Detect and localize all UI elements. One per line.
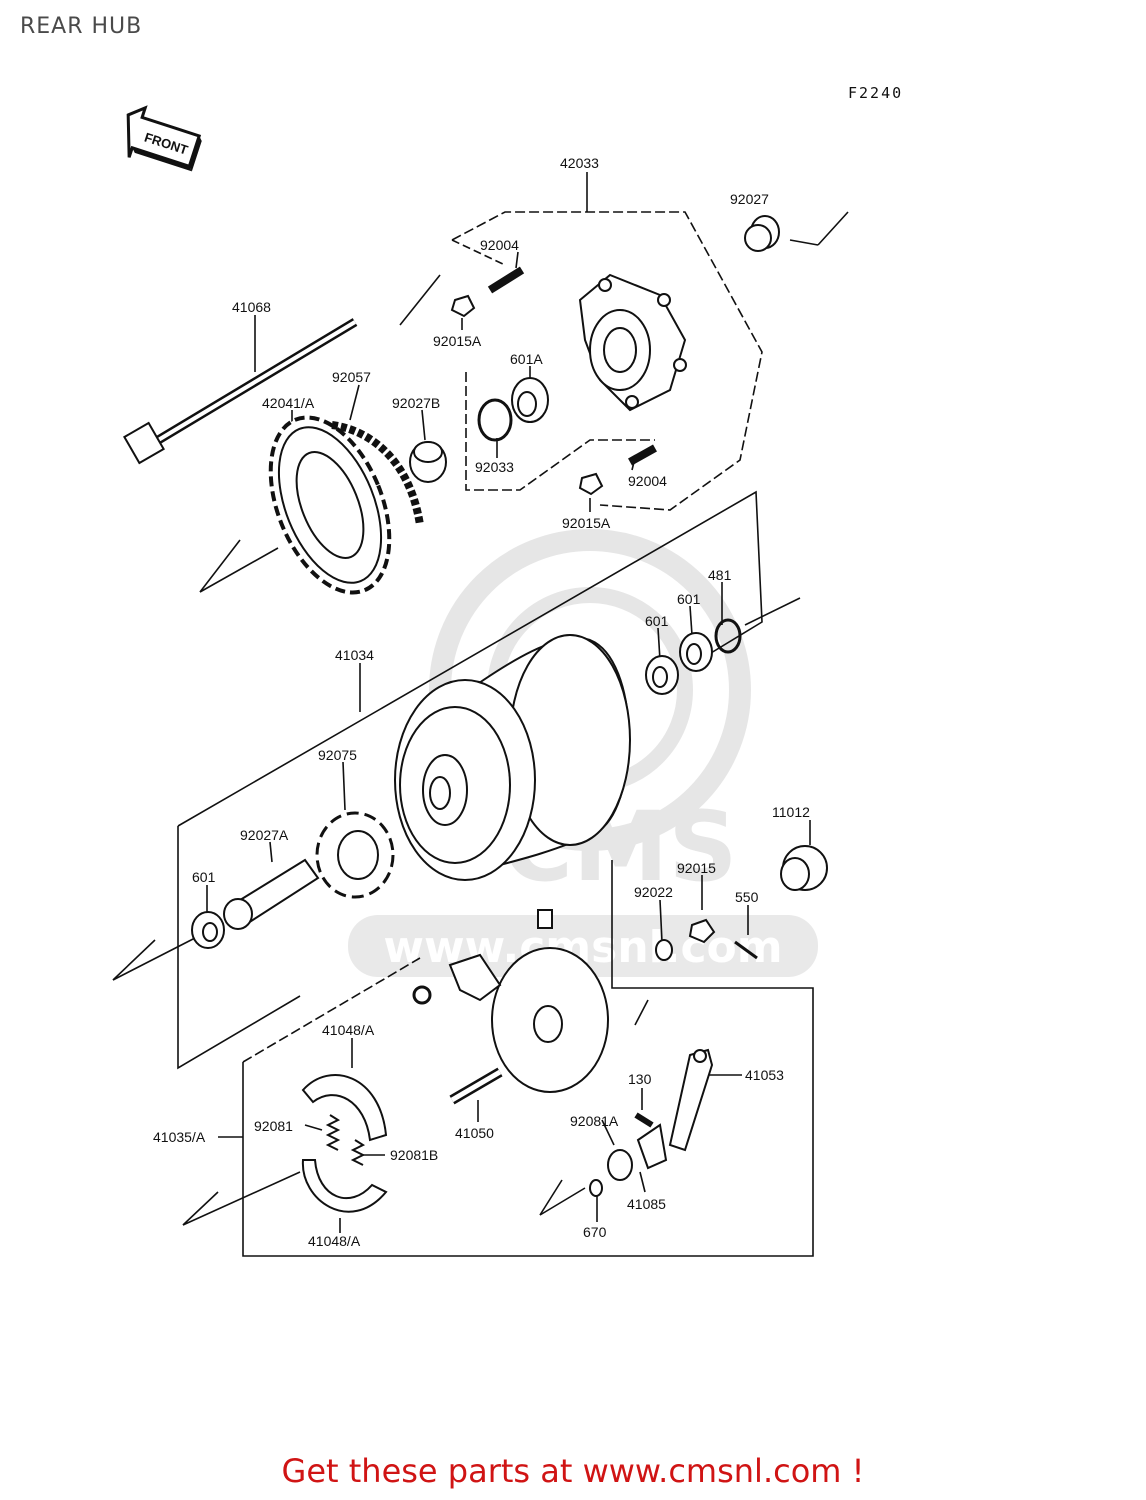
- circlip-481: [714, 618, 742, 654]
- front-arrow-icon: FRONT: [126, 105, 202, 172]
- label-92027A[interactable]: 92027A: [240, 827, 289, 843]
- stud-92004-upper: [487, 266, 525, 294]
- spring-92081A: [607, 1149, 633, 1181]
- label-92057[interactable]: 92057: [332, 369, 371, 385]
- label-92075[interactable]: 92075: [318, 747, 357, 763]
- label-550[interactable]: 550: [735, 889, 759, 905]
- label-41034[interactable]: 41034: [335, 647, 374, 663]
- label-42033[interactable]: 42033: [560, 155, 599, 171]
- label-92081A[interactable]: 92081A: [570, 1113, 619, 1129]
- diagram-code: F2240: [848, 84, 904, 102]
- spacer-92027A: [223, 858, 320, 930]
- stud-92004-lower: [628, 444, 657, 466]
- label-92015A-lower[interactable]: 92015A: [562, 515, 611, 531]
- chain-92057: [331, 421, 424, 526]
- label-11012[interactable]: 11012: [772, 804, 810, 820]
- label-92081B[interactable]: 92081B: [390, 1147, 438, 1163]
- circlip-brake-panel: [412, 985, 432, 1005]
- label-41048A-lower[interactable]: 41048/A: [308, 1233, 361, 1249]
- label-92027B[interactable]: 92027B: [392, 395, 440, 411]
- label-92081[interactable]: 92081: [254, 1118, 293, 1134]
- damper-92027B: [409, 441, 447, 483]
- circlip-92033: [477, 398, 513, 442]
- bolt-92022-top: [537, 909, 553, 929]
- nut-92015: [688, 918, 716, 944]
- label-130[interactable]: 130: [628, 1071, 652, 1087]
- collar-92027: [744, 215, 780, 252]
- part-number-labels: 42033 92027 92004 41068 92015A 601A 9205…: [153, 155, 810, 1249]
- label-42041A[interactable]: 42041/A: [262, 395, 315, 411]
- label-601-right-a[interactable]: 601: [645, 613, 669, 629]
- label-92033[interactable]: 92033: [475, 459, 514, 475]
- washer-92022: [655, 939, 673, 961]
- label-92004-upper[interactable]: 92004: [480, 237, 519, 253]
- bearing-601-left: [191, 911, 225, 949]
- label-601A[interactable]: 601A: [510, 351, 543, 367]
- label-92022[interactable]: 92022: [634, 884, 673, 900]
- label-92004-lower[interactable]: 92004: [628, 473, 667, 489]
- label-41085[interactable]: 41085: [627, 1196, 666, 1212]
- footer-promo-link[interactable]: Get these parts at www.cmsnl.com !: [281, 1452, 865, 1490]
- cotter-pin-550: [734, 940, 758, 960]
- label-92027[interactable]: 92027: [730, 191, 769, 207]
- damper-92075: [315, 811, 395, 899]
- label-41053[interactable]: 41053: [745, 1067, 784, 1083]
- bearing-601-right-b: [679, 632, 713, 672]
- label-41035A[interactable]: 41035/A: [153, 1129, 206, 1145]
- brake-shoe-41048A-lower: [301, 1159, 388, 1213]
- brake-panel: [448, 947, 609, 1093]
- brake-shoe-41048A-upper: [301, 1074, 388, 1142]
- nut-92015A-lower: [578, 472, 604, 496]
- spring-92081B: [350, 1139, 366, 1166]
- collar-11012: [780, 845, 828, 891]
- leader-lines: [112, 172, 849, 1257]
- axle-41068: [123, 318, 358, 465]
- brake-lever-41053: [668, 1048, 714, 1152]
- label-601-left[interactable]: 601: [192, 869, 216, 885]
- bearing-601A: [511, 377, 549, 423]
- label-41050[interactable]: 41050: [455, 1125, 494, 1141]
- label-92015A-upper[interactable]: 92015A: [433, 333, 482, 349]
- label-601-right-b[interactable]: 601: [677, 591, 701, 607]
- spring-92081: [325, 1114, 341, 1151]
- bolt-130: [634, 1112, 654, 1128]
- label-41048A-upper[interactable]: 41048/A: [322, 1022, 375, 1038]
- brake-cam-41050: [449, 1067, 503, 1105]
- label-41068[interactable]: 41068: [232, 299, 271, 315]
- oring-670: [589, 1179, 603, 1197]
- label-670[interactable]: 670: [583, 1224, 607, 1240]
- bearing-601-right-a: [645, 655, 679, 695]
- plate-41085: [636, 1123, 668, 1170]
- page-title: REAR HUB: [20, 14, 143, 39]
- sprocket-carrier-42033: [578, 273, 687, 412]
- label-92015[interactable]: 92015: [677, 860, 716, 876]
- wheel-hub-41034: [394, 634, 631, 881]
- sprocket-42041A: [268, 415, 392, 595]
- label-481[interactable]: 481: [708, 567, 732, 583]
- nut-92015A-upper: [450, 294, 476, 318]
